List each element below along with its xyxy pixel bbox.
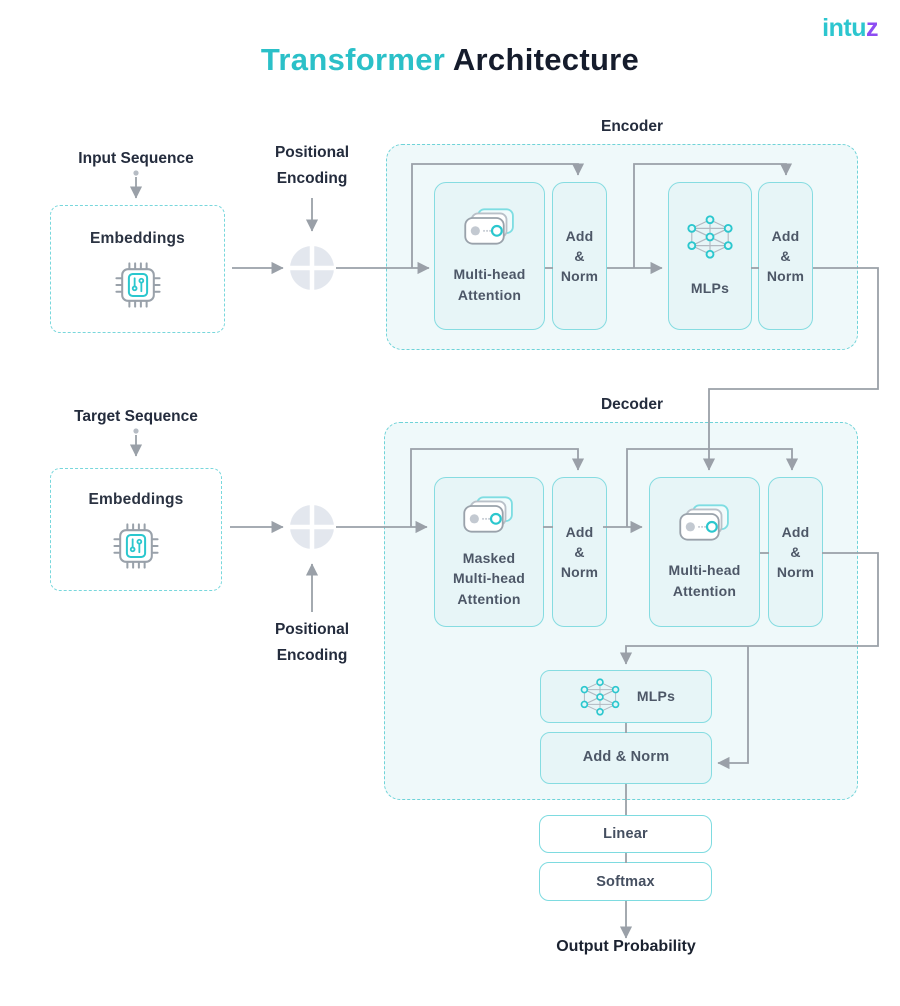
target-embeddings-box: Embeddings	[50, 468, 222, 591]
intuz-logo: intuz	[822, 14, 878, 43]
block-label: Masked Multi-head Attention	[453, 550, 525, 607]
block-label: Add & Norm	[560, 523, 599, 581]
block-label: Add & Norm	[582, 749, 670, 766]
softmax-block: Softmax	[539, 862, 712, 901]
positional-line2: Encoding	[276, 170, 348, 187]
linear-block: Linear	[539, 815, 712, 853]
plus-circle-icon	[289, 504, 335, 550]
block-label: MLPs	[690, 279, 730, 296]
title-accent: Transformer	[260, 42, 446, 77]
stacked-heads-icon	[463, 208, 514, 245]
encoder-add-norm-block-2: Add & Norm	[758, 182, 813, 330]
block-label: MLPs	[636, 688, 676, 705]
decoder-add-norm-wide-block: Add & Norm	[540, 732, 712, 784]
block-label: Add & Norm	[766, 227, 805, 285]
logo-main: intu	[822, 14, 866, 42]
encoder-mlps-block: MLPs	[668, 182, 752, 330]
output-probability-label: Output Probability	[556, 938, 696, 955]
decoder-add-norm-block-2: Add & Norm	[768, 477, 823, 627]
positional-encoding-label-top: Positional Encoding	[227, 140, 397, 192]
chip-icon	[113, 522, 159, 569]
embeddings-label: Embeddings	[88, 490, 184, 508]
chip-icon	[114, 262, 161, 308]
block-label: Multi-head Attention	[453, 266, 526, 303]
input-sequence-label: Input Sequence	[78, 150, 194, 167]
positional-line1: Positional	[274, 144, 350, 161]
embeddings-label: Embeddings	[89, 230, 185, 247]
plus-circle-icon	[289, 245, 335, 291]
decoder-heading: Decoder	[600, 396, 664, 413]
encoder-heading: Encoder	[600, 118, 663, 135]
page-title: Transformer Architecture	[0, 42, 900, 78]
target-sequence-label: Target Sequence	[74, 408, 198, 425]
positional-encoding-label-bottom: Positional Encoding	[227, 617, 397, 669]
decoder-mlps-block: MLPs	[540, 670, 712, 723]
encoder-add-norm-block-1: Add & Norm	[552, 182, 607, 330]
input-embeddings-box: Embeddings	[50, 205, 225, 333]
block-label: Add & Norm	[776, 523, 815, 581]
block-label: Add & Norm	[560, 227, 599, 285]
block-label: Multi-head Attention	[668, 562, 741, 599]
positional-line2: Encoding	[276, 647, 348, 664]
title-rest: Architecture	[445, 42, 640, 77]
block-label: Softmax	[596, 873, 655, 890]
encoder-multi-head-attention-block: Multi-head Attention	[434, 182, 545, 330]
block-label: Linear	[603, 826, 648, 842]
decoder-masked-multi-head-attention-block: Masked Multi-head Attention	[434, 477, 544, 627]
decoder-add-norm-block-1: Add & Norm	[552, 477, 607, 627]
decoder-multi-head-attention-block: Multi-head Attention	[649, 477, 760, 627]
stacked-heads-icon	[463, 496, 513, 533]
network-icon	[580, 677, 620, 716]
stacked-heads-icon	[678, 504, 729, 541]
network-icon	[687, 215, 733, 259]
positional-line1: Positional	[274, 621, 350, 638]
logo-accent: z	[866, 14, 879, 42]
